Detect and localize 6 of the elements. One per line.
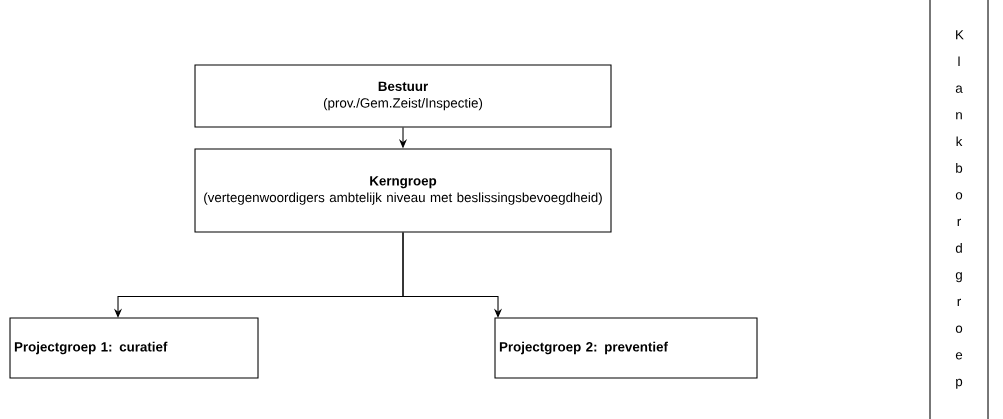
group-box: Projectgroep 1: curatief	[9, 317, 259, 379]
arrow	[402, 231, 503, 318]
side-box: Klankbordgroep	[929, 0, 989, 419]
group-box: Projectgroep 2: preventief	[494, 317, 758, 379]
org-box: Bestuur (prov./Gem.Zeist/Inspectie)	[194, 64, 612, 128]
org-box: Kerngroep (vertegenwoordigers ambtelijk niveau met beslissingsbevoegdheid)	[194, 148, 612, 233]
